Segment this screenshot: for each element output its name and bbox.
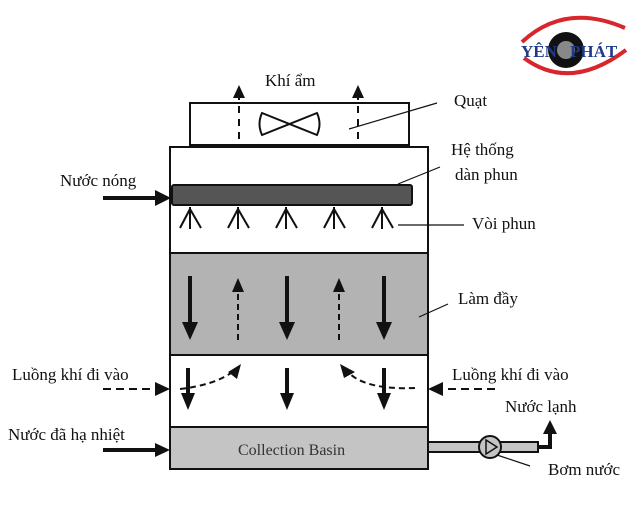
fan-leader-line — [348, 102, 438, 130]
logo-swoosh-bottom — [522, 48, 628, 76]
pump-triangle — [485, 438, 499, 456]
air-flow-up-arrows — [232, 278, 345, 340]
cooled-water-label: Nước đã hạ nhiệt — [8, 425, 125, 444]
air-inlet-right-label: Luồng khí đi vào — [452, 365, 569, 384]
collection-basin-label: Collection Basin — [238, 442, 345, 459]
hot-water-arrowhead — [155, 190, 171, 206]
cooled-water-arrowhead — [155, 443, 170, 457]
fan-icon — [258, 111, 321, 137]
nozzle — [227, 207, 250, 229]
nozzle — [323, 207, 346, 229]
fill-leader-line — [418, 303, 449, 318]
nozzle — [371, 207, 394, 229]
rain-arrows — [181, 368, 391, 410]
water-flow-arrows — [182, 276, 392, 340]
cold-water-outlet-arrow — [538, 432, 552, 449]
logo: YÊN PHÁT — [520, 15, 628, 76]
pump-label: Bơm nước — [548, 460, 621, 479]
cold-water-arrowhead — [543, 420, 557, 434]
nozzles — [179, 207, 394, 229]
spray-system-leader-line — [397, 166, 441, 185]
air-inlet-left-label: Luồng khí đi vào — [12, 365, 129, 384]
spray-system-label-line2: dàn phun — [455, 165, 518, 184]
cold-water-label: Nước lạnh — [505, 397, 577, 416]
exhaust-arrowhead-left — [233, 85, 245, 98]
logo-swoosh-top — [520, 15, 626, 44]
nozzle — [275, 207, 298, 229]
logo-text-left: YÊN — [521, 42, 558, 61]
fill-media — [169, 252, 429, 356]
air-inlet-right-arrowhead — [428, 382, 443, 396]
nozzle-label: Vòi phun — [472, 214, 536, 233]
exhaust-arrowhead-right — [352, 85, 364, 98]
spray-system-label-line1: Hệ thống — [451, 140, 514, 159]
nozzle — [179, 207, 202, 229]
logo-text-right: PHÁT — [570, 42, 618, 61]
air-curve-right — [347, 371, 416, 390]
fill-label: Làm đầy — [458, 289, 518, 308]
pump-leader-line — [496, 454, 531, 467]
air-curve-right-head — [340, 364, 355, 378]
collection-basin — [169, 426, 429, 470]
hot-water-label: Nước nóng — [60, 171, 137, 190]
air-curve-left-head — [228, 364, 241, 379]
fan-housing — [189, 102, 410, 146]
air-inlet-section — [169, 354, 429, 428]
pump-icon — [478, 435, 502, 459]
logo-pupil — [557, 41, 575, 59]
moist-air-label: Khí ẩm — [265, 71, 316, 90]
spray-bar — [171, 184, 413, 206]
air-inlet-left-arrowhead — [155, 382, 170, 396]
fan-label: Quạt — [454, 91, 487, 110]
